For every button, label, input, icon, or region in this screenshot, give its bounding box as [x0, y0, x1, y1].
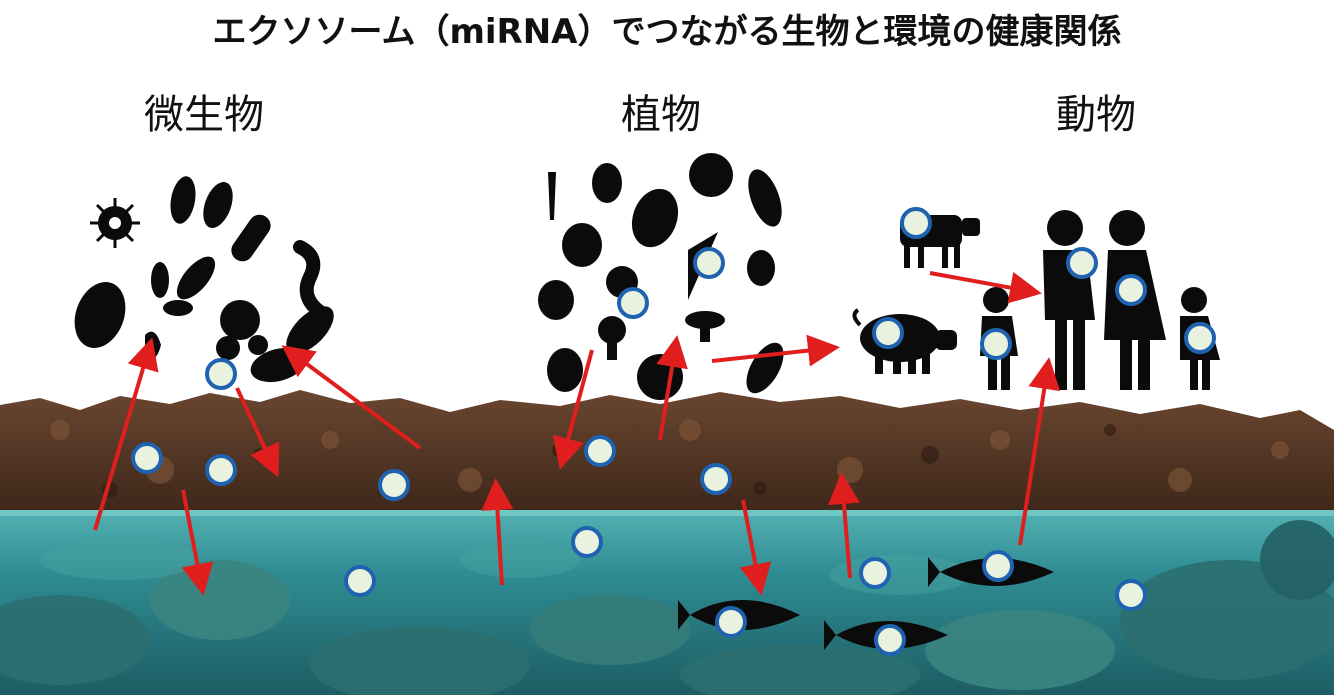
corn-icon [746, 342, 784, 394]
pumpkin-icon [637, 354, 683, 400]
pig-icon [852, 308, 957, 374]
pepper-icon [538, 280, 574, 320]
onion-icon [562, 223, 602, 267]
virus-icon [90, 198, 140, 248]
water-layer [0, 508, 1334, 695]
plant-group [538, 153, 784, 400]
label-plants: 植物 [621, 92, 701, 138]
transfer-arrows [93, 271, 1061, 596]
bacteria-icon [74, 176, 334, 383]
diagram-title: エクソソーム（miRNA）でつながる生物と環境の健康関係 [212, 12, 1122, 52]
microbe-group [74, 176, 334, 383]
label-animals: 動物 [1056, 92, 1136, 138]
cabbage-icon [689, 153, 733, 197]
exosome-group [131, 207, 1216, 656]
family-icon [980, 210, 1220, 390]
carrot-icon [548, 172, 556, 220]
mushroom-icon [685, 311, 725, 342]
sweet-potato-icon [748, 169, 782, 227]
broccoli-icon [598, 316, 626, 360]
label-microbes: 微生物 [144, 92, 264, 138]
eggplant-icon [592, 163, 622, 203]
